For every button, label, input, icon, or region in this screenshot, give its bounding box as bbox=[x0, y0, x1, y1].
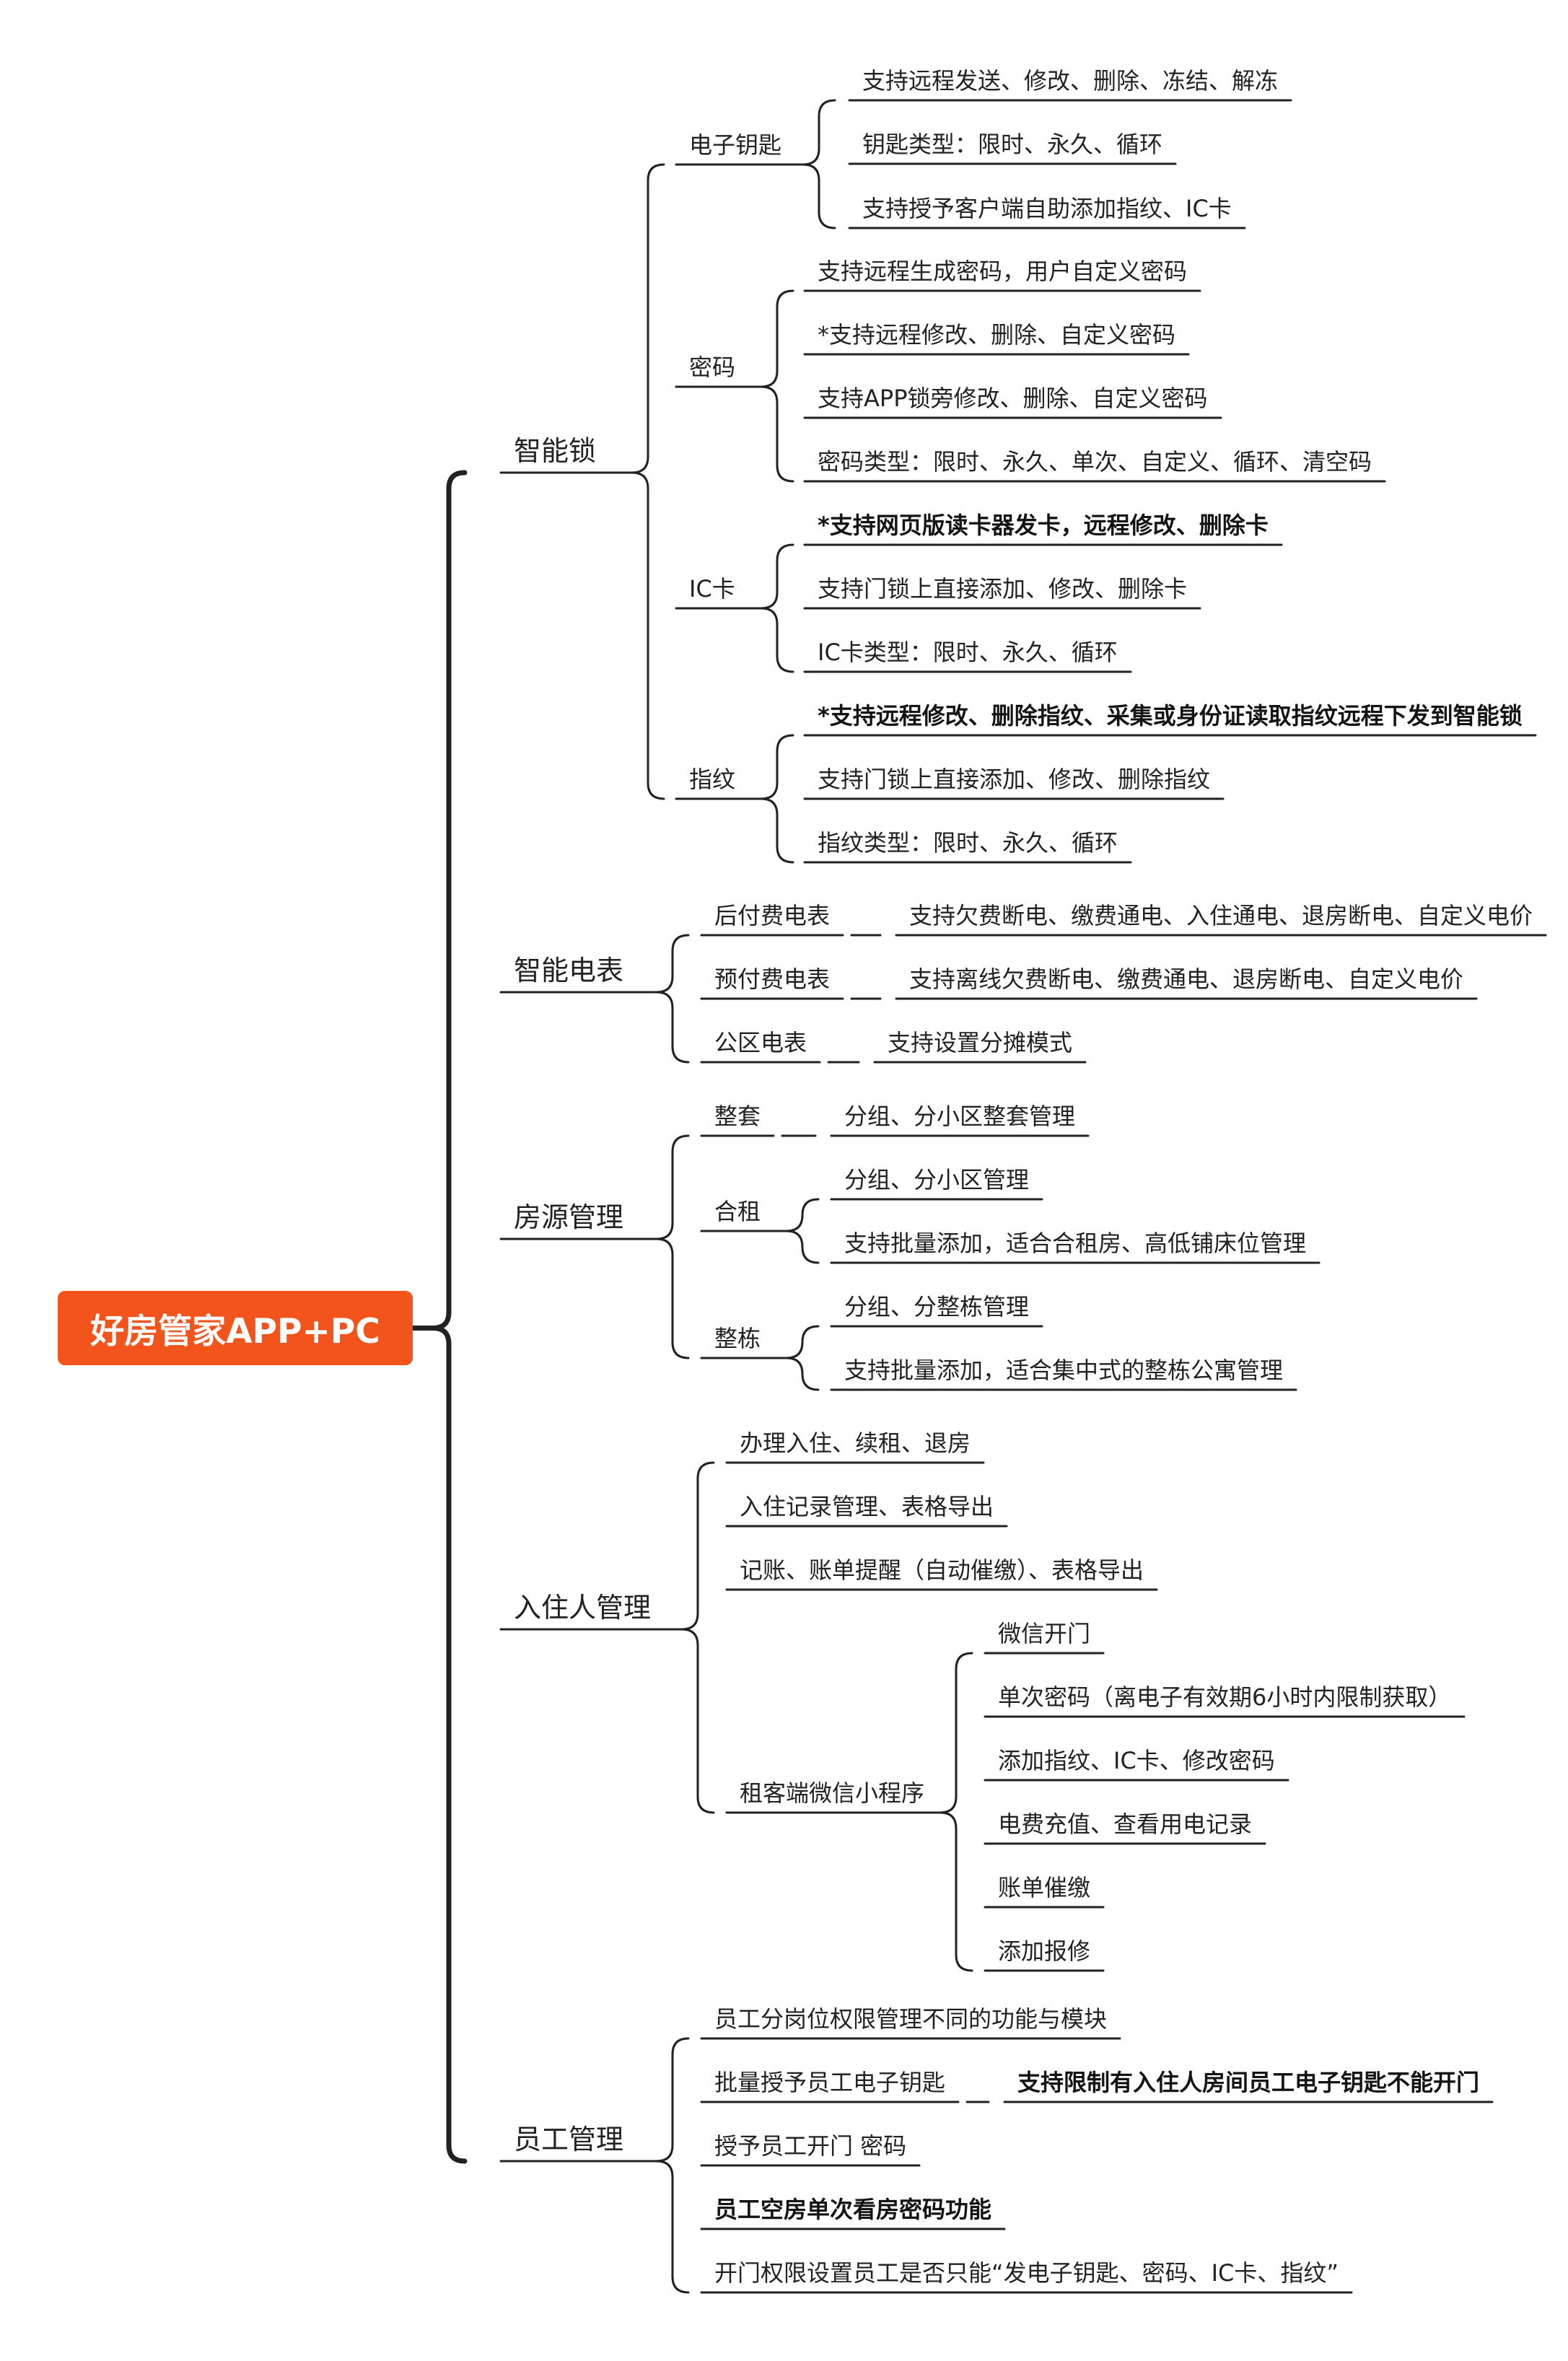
leaf-password-4[interactable]: 密码类型：限时、永久、单次、自定义、循环、清空码 bbox=[818, 448, 1372, 476]
leaf-prepaid-detail[interactable]: 支持离线欠费断电、缴费通电、退房断电、自定义电价 bbox=[909, 965, 1464, 993]
brace-staff bbox=[655, 2037, 690, 2294]
node-tenant-management[interactable]: 入住人管理 bbox=[514, 1592, 652, 1624]
leaf-miniapp-5[interactable]: 账单催缴 bbox=[998, 1874, 1091, 1901]
leaf-ekey-1[interactable]: 支持远程发送、修改、删除、冻结、解冻 bbox=[862, 67, 1279, 95]
brace-miniapp bbox=[939, 1652, 973, 1972]
leaf-password-1[interactable]: 支持远程生成密码，用户自定义密码 bbox=[818, 258, 1188, 285]
node-staff-management[interactable]: 员工管理 bbox=[514, 2124, 624, 2155]
node-prepaid-meter[interactable]: 预付费电表 bbox=[714, 965, 831, 993]
node-smart-lock[interactable]: 智能锁 bbox=[514, 435, 597, 467]
brace-password bbox=[760, 289, 794, 483]
node-smart-meter[interactable]: 智能电表 bbox=[514, 955, 624, 986]
node-public-meter[interactable]: 公区电表 bbox=[714, 1029, 807, 1056]
brace-tenant bbox=[680, 1461, 715, 1814]
brace-fingerprint bbox=[760, 734, 794, 864]
root-node[interactable]: 好房管家APP+PC bbox=[58, 1291, 413, 1365]
node-ekey[interactable]: 电子钥匙 bbox=[689, 131, 782, 159]
leaf-miniapp-1[interactable]: 微信开门 bbox=[998, 1620, 1091, 1647]
leaf-public-detail[interactable]: 支持设置分摊模式 bbox=[888, 1029, 1073, 1056]
brace-root bbox=[430, 470, 468, 2164]
leaf-staff-4[interactable]: 员工空房单次看房密码功能 bbox=[714, 2196, 992, 2223]
leaf-staff-3[interactable]: 授予员工开门 密码 bbox=[714, 2132, 907, 2160]
leaf-shared-1[interactable]: 分组、分小区管理 bbox=[844, 1166, 1030, 1193]
brace-smart-meter bbox=[655, 934, 690, 1064]
leaf-miniapp-3[interactable]: 添加指纹、IC卡、修改密码 bbox=[998, 1747, 1275, 1774]
leaf-tenant-3[interactable]: 记账、账单提醒（自动催缴）、表格导出 bbox=[740, 1556, 1144, 1584]
leaf-postpaid-detail[interactable]: 支持欠费断电、缴费通电、入住通电、退房断电、自定义电价 bbox=[909, 902, 1533, 929]
leaf-iccard-2[interactable]: 支持门锁上直接添加、修改、删除卡 bbox=[818, 575, 1188, 603]
leaf-building-1[interactable]: 分组、分整栋管理 bbox=[844, 1293, 1030, 1320]
node-shared-rent[interactable]: 合租 bbox=[714, 1198, 761, 1225]
brace-property bbox=[655, 1134, 690, 1359]
leaf-ekey-3[interactable]: 支持授予客户端自助添加指纹、IC卡 bbox=[862, 195, 1232, 222]
leaf-ekey-2[interactable]: 钥匙类型：限时、永久、循环 bbox=[862, 131, 1163, 158]
leaf-fingerprint-3[interactable]: 指纹类型：限时、永久、循环 bbox=[818, 829, 1118, 857]
leaf-tenant-1[interactable]: 办理入住、续租、退房 bbox=[740, 1429, 971, 1457]
leaf-whole-1[interactable]: 分组、分小区整套管理 bbox=[844, 1103, 1076, 1130]
leaf-fingerprint-1[interactable]: *支持远程修改、删除指纹、采集或身份证读取指纹远程下发到智能锁 bbox=[818, 702, 1523, 730]
leaf-miniapp-6[interactable]: 添加报修 bbox=[998, 1937, 1091, 1965]
node-ic-card[interactable]: IC卡 bbox=[689, 575, 735, 603]
brace-whole-building bbox=[785, 1325, 820, 1391]
leaf-staff-5[interactable]: 开门权限设置员工是否只能“发电子钥匙、密码、IC卡、指纹” bbox=[714, 2259, 1339, 2287]
leaf-staff-ekey-note[interactable]: 支持限制有入住人房间员工电子钥匙不能开门 bbox=[1017, 2069, 1480, 2096]
leaf-staff-1[interactable]: 员工分岗位权限管理不同的功能与模块 bbox=[714, 2005, 1108, 2033]
node-password[interactable]: 密码 bbox=[689, 354, 736, 381]
leaf-tenant-2[interactable]: 入住记录管理、表格导出 bbox=[740, 1493, 994, 1520]
leaf-password-2[interactable]: *支持远程修改、删除、自定义密码 bbox=[818, 321, 1176, 349]
node-fingerprint[interactable]: 指纹 bbox=[689, 766, 736, 793]
leaf-password-3[interactable]: 支持APP锁旁修改、删除、自定义密码 bbox=[818, 385, 1208, 412]
leaf-building-2[interactable]: 支持批量添加，适合集中式的整栋公寓管理 bbox=[844, 1357, 1284, 1384]
brace-ic-card bbox=[760, 543, 794, 673]
node-whole-building[interactable]: 整栋 bbox=[714, 1325, 761, 1352]
brace-shared-rent bbox=[785, 1198, 820, 1264]
node-whole-unit[interactable]: 整套 bbox=[714, 1103, 761, 1130]
node-property-management[interactable]: 房源管理 bbox=[514, 1201, 624, 1233]
brace-smart-lock bbox=[631, 163, 665, 800]
leaf-fingerprint-2[interactable]: 支持门锁上直接添加、修改、删除指纹 bbox=[818, 766, 1211, 793]
leaf-staff-2[interactable]: 批量授予员工电子钥匙 bbox=[714, 2069, 946, 2096]
node-postpaid-meter[interactable]: 后付费电表 bbox=[714, 902, 831, 929]
leaf-shared-2[interactable]: 支持批量添加，适合合租房、高低铺床位管理 bbox=[844, 1230, 1307, 1257]
leaf-miniapp-4[interactable]: 电费充值、查看用电记录 bbox=[998, 1810, 1253, 1838]
node-tenant-miniapp[interactable]: 租客端微信小程序 bbox=[740, 1779, 925, 1807]
leaf-iccard-3[interactable]: IC卡类型：限时、永久、循环 bbox=[818, 639, 1118, 666]
leaf-miniapp-2[interactable]: 单次密码（离电子有效期6小时内限制获取） bbox=[998, 1683, 1452, 1711]
brace-ekey bbox=[802, 99, 836, 229]
leaf-iccard-1[interactable]: *支持网页版读卡器发卡，远程修改、删除卡 bbox=[818, 512, 1269, 539]
